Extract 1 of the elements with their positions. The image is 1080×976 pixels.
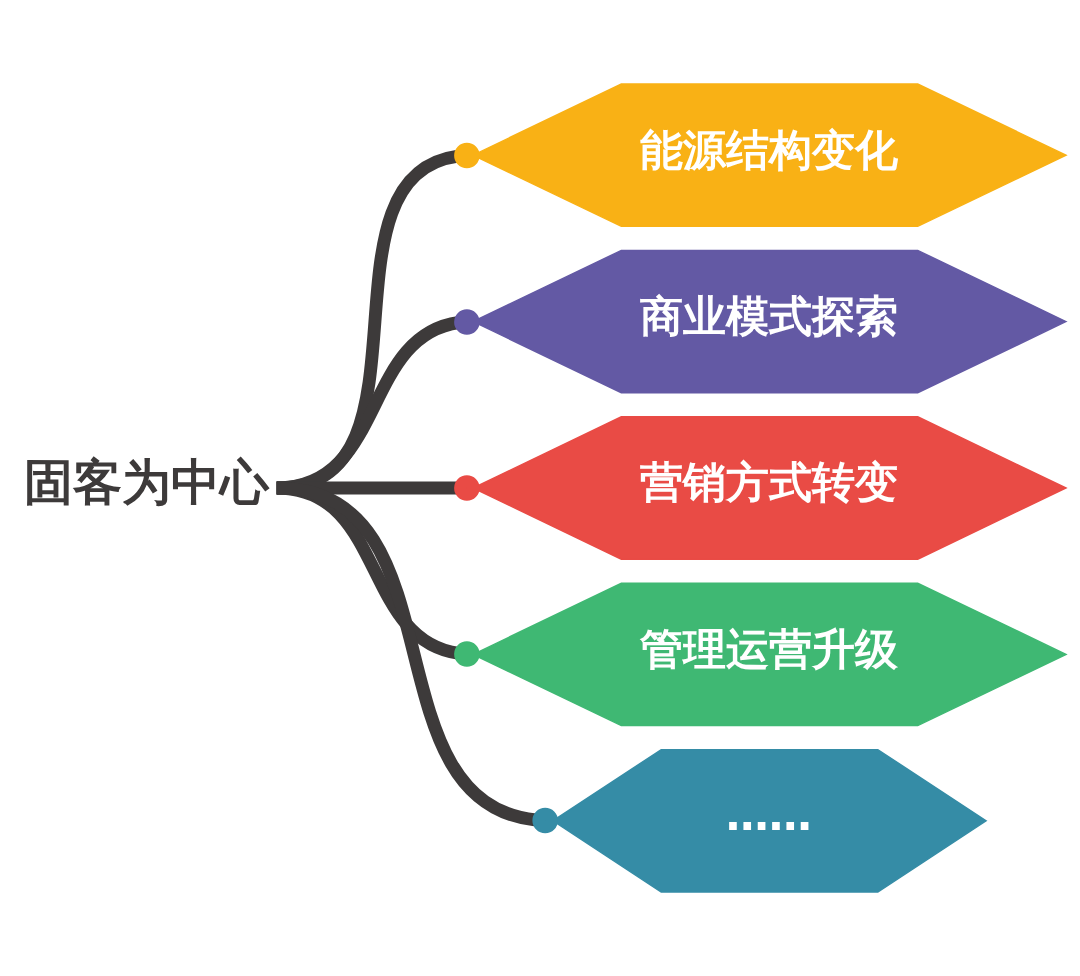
node-text: 固客为中心 [24, 454, 270, 512]
